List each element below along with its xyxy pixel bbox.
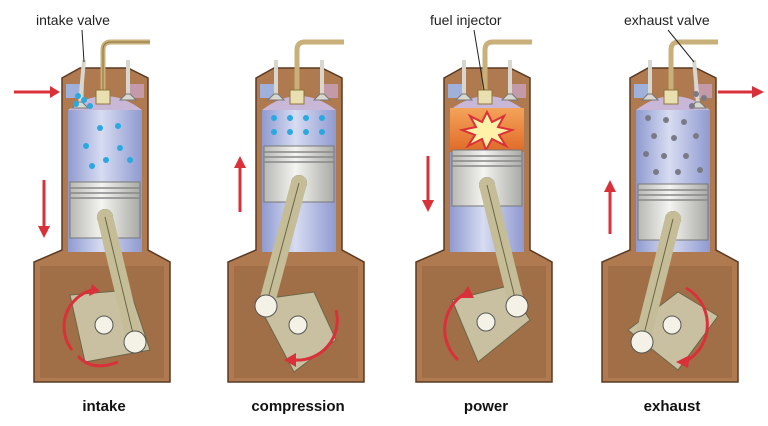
exhaust-valve-head (118, 93, 138, 101)
crankshaft-main (288, 315, 308, 335)
fuel-injector-callout-line (473, 29, 485, 91)
engine-compression (227, 39, 365, 383)
crank-pin (505, 294, 529, 318)
piston-rings (264, 151, 334, 163)
fuel-pipe (668, 39, 718, 90)
piston-direction-arrow-tip (38, 226, 50, 238)
fuel-pipe (294, 39, 344, 90)
caption-power: power (463, 398, 509, 415)
piston-direction-arrow-tip (234, 156, 246, 168)
rotation-arrow (293, 309, 339, 362)
piston-direction-arrow-tip (422, 200, 434, 212)
connecting-rod-edge (265, 182, 300, 307)
engine-power (415, 29, 553, 383)
fuel-particles (73, 93, 133, 169)
intake-valve-head (454, 93, 474, 101)
crankshaft-main (662, 315, 682, 335)
caption-intake: intake (82, 398, 126, 415)
fuel-pipe-outline (102, 41, 150, 90)
engine-exhaust (601, 29, 764, 383)
exhaust-particles (643, 91, 707, 175)
rotation-arrow-tip (460, 286, 474, 298)
connecting-rod-edge (486, 184, 518, 307)
piston-rings (638, 189, 708, 201)
intake-valve-label: intake valve (36, 12, 110, 28)
rotation-arrow-tip (89, 284, 100, 296)
intake-valve-callout-line (81, 29, 85, 63)
caption-compression: compression (251, 398, 345, 415)
rotation-arrow (685, 286, 709, 362)
rotation-arrow (443, 292, 465, 362)
crankshaft-main (476, 312, 496, 332)
exhaust-valve-callout-line (667, 29, 695, 63)
fuel-injector (289, 89, 305, 105)
gas-flow-arrow-tip (752, 86, 764, 98)
fuel-injector (663, 89, 679, 105)
rotation-arrow-b (76, 354, 119, 368)
fuel-particles (271, 115, 325, 135)
exhaust-valve-head (312, 93, 332, 101)
intake-valve-head (266, 93, 286, 101)
fuel-injector (95, 89, 111, 105)
piston-rings (452, 155, 522, 167)
crank-pin (254, 294, 278, 318)
rotation-arrow-tip (284, 353, 296, 367)
engine-intake (14, 29, 171, 383)
crankshaft-main (94, 315, 114, 335)
caption-exhaust: exhaust (643, 398, 701, 415)
fuel-pipe (482, 39, 532, 90)
exhaust-valve-head (500, 93, 520, 101)
connecting-rod-edge (641, 218, 674, 343)
rotation-arrow (62, 288, 93, 351)
fuel-injector-label: fuel injector (430, 12, 502, 28)
piston-rings (70, 187, 140, 199)
connecting-rod-edge (104, 216, 136, 343)
intake-valve-head (640, 93, 660, 101)
crank-pin (630, 330, 654, 354)
crank-pin (123, 330, 147, 354)
piston-direction-arrow-tip (604, 180, 616, 192)
exhaust-valve-label: exhaust valve (624, 12, 710, 28)
fuel-injector (477, 89, 493, 105)
gas-flow-arrow-tip (50, 86, 60, 98)
rotation-arrow-tip (676, 355, 690, 368)
